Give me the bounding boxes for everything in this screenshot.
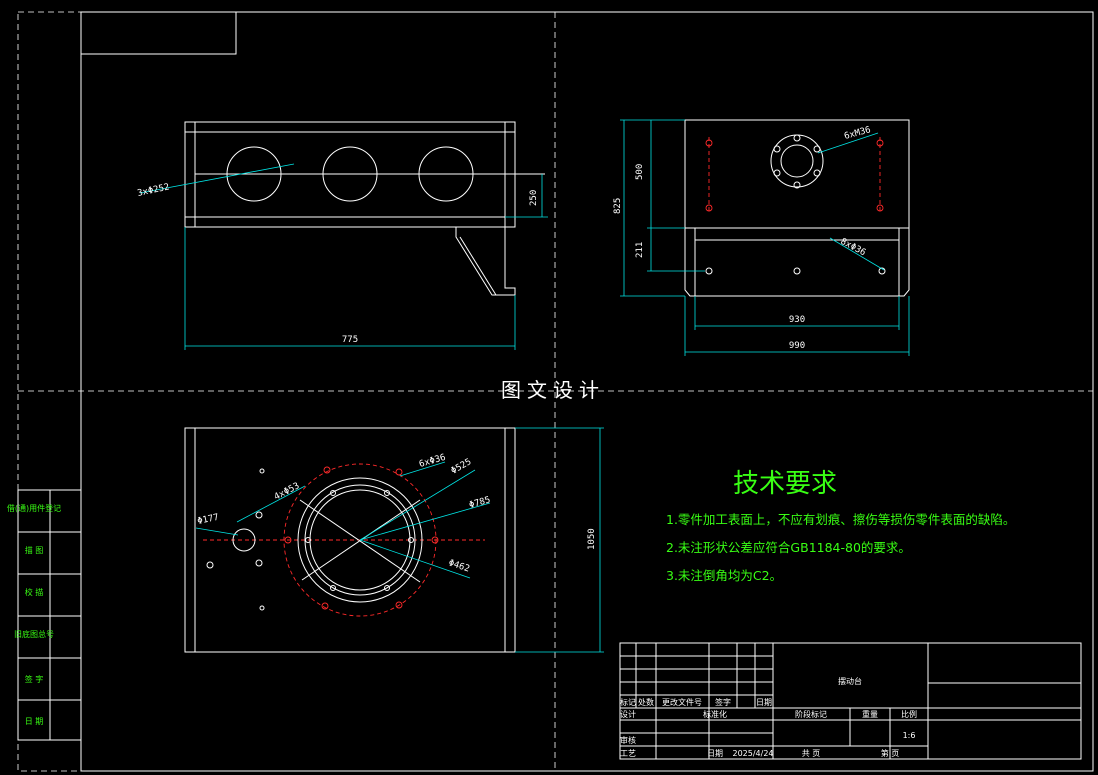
sheets-total: 共 页 (802, 749, 821, 758)
row-label-design: 设计 (620, 709, 636, 719)
top-6x-label: 6xΦ36 (418, 453, 447, 470)
side-strip-label-5: 日 期 (25, 717, 44, 726)
side-w1-label: 930 (789, 315, 805, 325)
top-phi177-label: Φ177 (197, 513, 220, 527)
stage-label: 阶段标记 (795, 709, 827, 719)
side-strip: 借(通)用件登记 描 图 校 描 旧底图总号 签 字 日 期 (7, 489, 82, 741)
front-height-label: 250 (529, 190, 539, 206)
tech-item-1: 1.零件加工表面上，不应有划痕、擦伤等损伤零件表面的缺陷。 (666, 512, 1015, 527)
front-view: 3xΦ252 250 775 (137, 121, 548, 350)
part-name: 摆动台 (838, 676, 862, 686)
std-label: 标准化 (703, 709, 727, 719)
side-h2-label: 211 (635, 242, 645, 258)
row-label-review: 审核 (620, 735, 636, 745)
side-total-label: 825 (613, 198, 623, 214)
side-h1-label: 500 (635, 164, 645, 180)
top-phi462-label: Φ462 (447, 558, 471, 574)
scale-label: 比例 (901, 709, 917, 719)
scale-value: 1:6 (903, 731, 916, 740)
header-cell-1: 处数 (638, 697, 654, 707)
top-4x-label: 4xΦ53 (273, 481, 302, 503)
row-label-process: 工艺 (620, 749, 636, 758)
front-width-label: 775 (342, 335, 358, 345)
inner-frame (80, 11, 1094, 772)
sheet-number: 第 页 (881, 748, 900, 758)
weight-label: 重量 (862, 709, 878, 719)
header-cell-2: 更改文件号 (662, 697, 702, 707)
front-hole-3 (418, 146, 474, 202)
top-phi785-label: Φ785 (468, 495, 492, 511)
top-view: 6xΦ36 Φ525 Φ785 Φ462 4xΦ53 Φ177 1050 (184, 427, 604, 653)
top-length-label: 1050 (587, 528, 597, 550)
side-strip-label-3: 旧底图总号 (14, 629, 54, 639)
front-holes-label: 3xΦ252 (137, 182, 171, 199)
tech-requirements: 技术要求 1.零件加工表面上，不应有划痕、擦伤等损伤零件表面的缺陷。 2.未注形… (666, 469, 1015, 583)
tech-title: 技术要求 (733, 469, 837, 499)
side-strip-label-4: 签 字 (25, 674, 44, 684)
tech-item-2: 2.未注形状公差应符合GB1184-80的要求。 (666, 540, 911, 555)
header-cell-3: 签字 (715, 697, 731, 707)
side-strip-label-1: 描 图 (25, 545, 44, 555)
header-cell-0: 标记 (620, 697, 636, 707)
side-w2-label: 990 (789, 341, 805, 351)
header-cell-4: 日期 (756, 698, 772, 707)
date-value: 2025/4/24 (732, 749, 773, 758)
side-strip-label-2: 校 描 (25, 587, 44, 597)
front-hole-2 (322, 146, 378, 202)
watermark-text: 图文设计 (501, 378, 605, 402)
tech-item-3: 3.未注倒角均为C2。 (666, 568, 782, 583)
front-hole-1 (226, 146, 282, 202)
date-label: 日期 (707, 749, 723, 758)
title-block: 摆动台 标记 处数 更改文件号 签字 日期 设计 审核 工艺 标准化 日期 20… (619, 642, 1082, 760)
top-left-box (81, 12, 237, 55)
side-view: 6xM36 8xΦ36 500 825 211 930 990 (613, 119, 910, 356)
side-strip-label-0: 借(通)用件登记 (7, 503, 61, 513)
